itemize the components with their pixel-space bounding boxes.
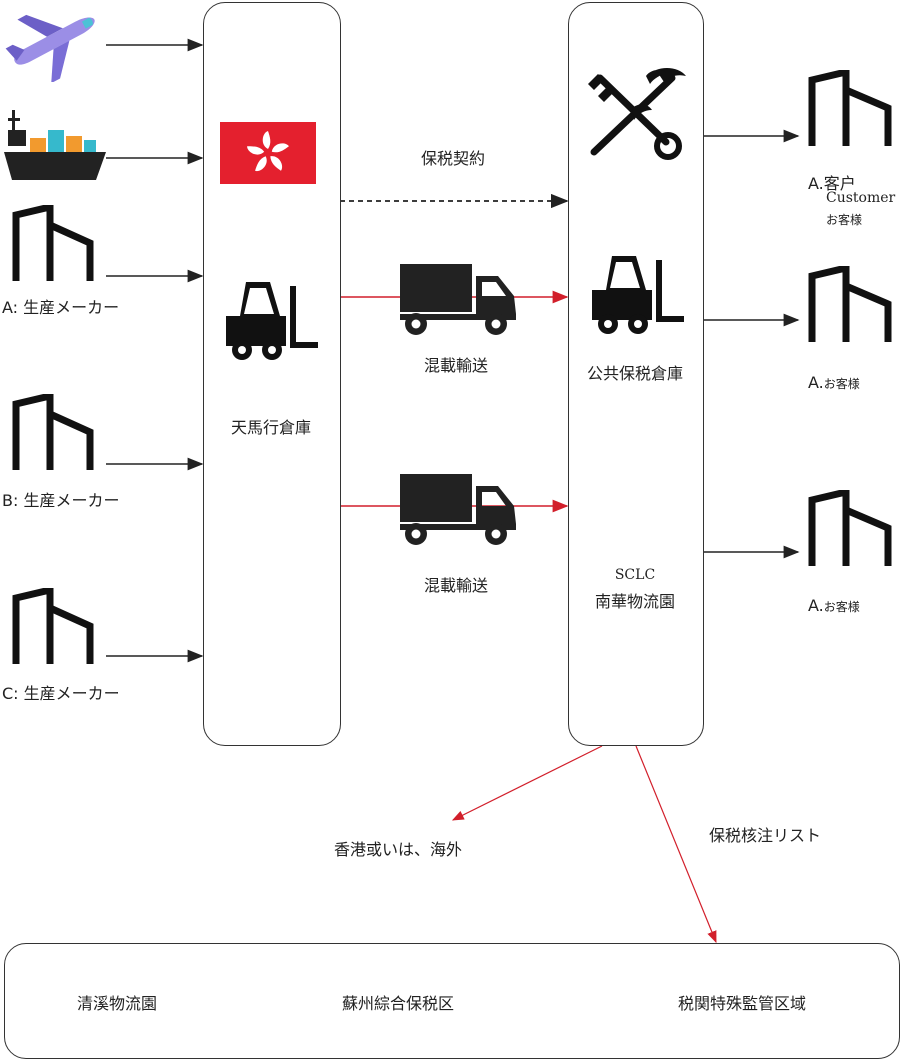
customer-3-prefix: A. bbox=[808, 596, 824, 615]
building-icon bbox=[12, 205, 94, 281]
sclc-name-label: 南華物流園 bbox=[594, 592, 676, 611]
customs-emblem-icon bbox=[588, 68, 686, 160]
building-icon bbox=[12, 588, 94, 664]
left-warehouse-label: 天馬行倉庫 bbox=[230, 418, 312, 437]
building-icon bbox=[808, 70, 892, 146]
maker-a-label: A: 生産メーカー bbox=[2, 298, 120, 317]
customer-1-line3: お客様 bbox=[826, 213, 863, 227]
bonded-zones-box bbox=[4, 943, 900, 1059]
cargo-ship-icon bbox=[4, 110, 106, 180]
zone-customs-special: 税関特殊監管区域 bbox=[677, 994, 807, 1013]
customer-1-line1: A.客户 bbox=[808, 174, 856, 193]
airplane-icon bbox=[5, 14, 95, 82]
customer-2-prefix: A. bbox=[808, 373, 824, 392]
right-warehouse-label: 公共保税倉庫 bbox=[586, 364, 684, 383]
building-icon bbox=[12, 394, 94, 470]
customer-3-suffix: お客様 bbox=[823, 600, 860, 614]
maker-c-label: C: 生産メーカー bbox=[2, 684, 120, 703]
mixed-transport-label-1: 混載輸送 bbox=[423, 356, 489, 375]
building-icon bbox=[808, 490, 892, 566]
hk-or-overseas-label: 香港或いは、海外 bbox=[333, 840, 463, 859]
right-warehouse-box bbox=[568, 2, 704, 746]
arrow-to-zones bbox=[635, 745, 717, 944]
truck-icon bbox=[400, 474, 516, 545]
building-icon bbox=[808, 266, 892, 342]
customer-3-label: A.お客様 bbox=[808, 596, 860, 615]
truck-icon bbox=[400, 264, 516, 335]
arrow-to-overseas bbox=[451, 745, 603, 821]
customer-2-suffix: お客様 bbox=[823, 377, 860, 391]
customer-1-line2: Customer bbox=[826, 190, 896, 206]
zone-qingxi: 清溪物流園 bbox=[76, 994, 158, 1013]
bonded-list-label: 保税核注リスト bbox=[708, 826, 822, 845]
left-warehouse-box bbox=[203, 2, 341, 746]
forklift-icon bbox=[592, 256, 684, 334]
sclc-code-label: SCLC bbox=[614, 567, 656, 583]
bonded-contract-label: 保税契約 bbox=[420, 149, 486, 168]
hong-kong-flag-icon bbox=[220, 122, 316, 184]
customer-2-label: A.お客様 bbox=[808, 373, 860, 392]
forklift-icon bbox=[226, 282, 318, 360]
maker-b-label: B: 生産メーカー bbox=[2, 491, 120, 510]
zone-suzhou: 蘇州綜合保税区 bbox=[341, 994, 455, 1013]
mixed-transport-label-2: 混載輸送 bbox=[423, 576, 489, 595]
